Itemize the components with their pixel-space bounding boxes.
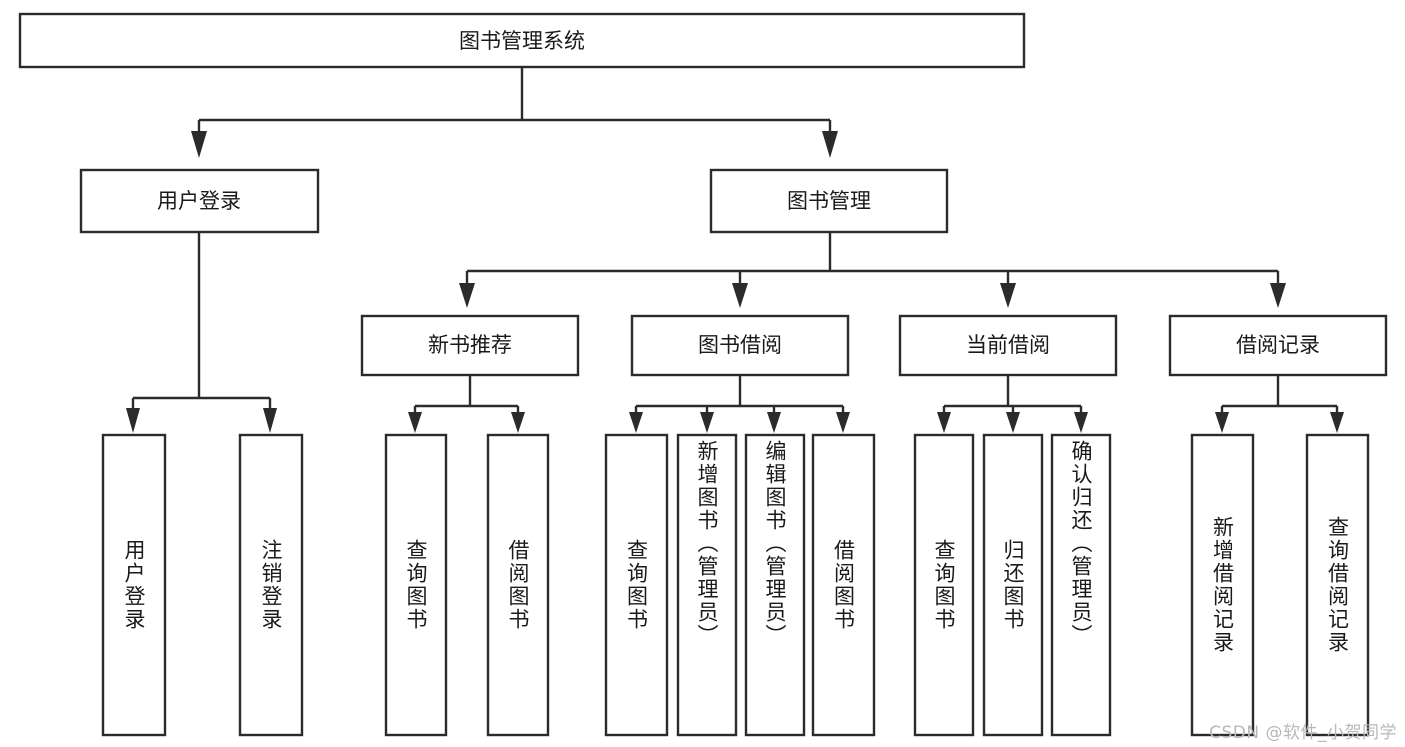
arrow-bm-to-borrow-record <box>1270 283 1286 308</box>
node-box-leaf-add-record[interactable] <box>1190 433 1255 737</box>
node-label-book-borrow: 图书借阅 <box>698 333 782 357</box>
arrow-bb-to-leaf4 <box>836 412 850 433</box>
arrow-bm-to-book-borrow <box>732 283 748 308</box>
node-label-book-manage: 图书管理 <box>787 189 871 213</box>
arrow-nbr-to-leaf1 <box>408 412 422 433</box>
node-box-leaf-query-book-1[interactable] <box>384 433 448 737</box>
connector-group-user-login <box>126 232 277 433</box>
connector-group-new-book-rec <box>408 375 525 433</box>
connector-group-current-borrow <box>937 375 1088 433</box>
node-label-new-book-rec: 新书推荐 <box>428 333 512 357</box>
node-label-root: 图书管理系统 <box>459 29 585 53</box>
arrow-bb-to-leaf2 <box>700 412 714 433</box>
node-label-user-login: 用户登录 <box>157 189 241 213</box>
node-box-leaf-confirm-return[interactable] <box>1050 433 1112 737</box>
node-box-root[interactable] <box>18 12 1026 69</box>
node-box-leaf-query-book-3[interactable] <box>913 433 975 737</box>
node-box-user-login[interactable] <box>79 168 320 234</box>
arrow-bb-to-leaf3 <box>767 412 781 433</box>
node-box-leaf-query-record[interactable] <box>1305 433 1370 737</box>
arrow-bm-to-new-book <box>459 283 475 308</box>
node-box-leaf-add-book[interactable] <box>676 433 738 737</box>
arrow-root-to-user-login <box>191 131 207 158</box>
node-box-leaf-borrow-book-2[interactable] <box>811 433 876 737</box>
node-box-leaf-borrow-book-1[interactable] <box>486 433 550 737</box>
node-box-leaf-user-login[interactable] <box>101 433 167 737</box>
arrow-root-to-book-manage <box>822 131 838 158</box>
node-box-book-manage[interactable] <box>709 168 949 234</box>
arrow-br-to-leaf1 <box>1215 412 1229 433</box>
node-box-leaf-return-book[interactable] <box>982 433 1044 737</box>
arrow-nbr-to-leaf2 <box>511 412 525 433</box>
node-label-borrow-record: 借阅记录 <box>1236 333 1320 357</box>
arrow-ul-to-leaf1 <box>126 408 140 433</box>
node-label-current-borrow: 当前借阅 <box>966 333 1050 357</box>
watermark-text: CSDN @软件_小贺同学 <box>1209 723 1397 743</box>
arrow-bm-to-current-borrow <box>1000 283 1016 308</box>
connector-group-book-borrow <box>629 375 850 433</box>
node-box-book-borrow[interactable] <box>630 314 850 377</box>
arrow-cb-to-leaf3 <box>1074 412 1088 433</box>
node-box-current-borrow[interactable] <box>898 314 1118 377</box>
arrow-cb-to-leaf1 <box>937 412 951 433</box>
arrow-cb-to-leaf2 <box>1006 412 1020 433</box>
arrow-bb-to-leaf1 <box>629 412 643 433</box>
node-box-leaf-edit-book[interactable] <box>744 433 806 737</box>
node-box-borrow-record[interactable] <box>1168 314 1388 377</box>
node-box-new-book-rec[interactable] <box>360 314 580 377</box>
node-box-leaf-logout[interactable] <box>238 433 304 737</box>
node-box-leaf-query-book-2[interactable] <box>604 433 669 737</box>
connector-group-book-manage <box>459 232 1286 308</box>
arrow-ul-to-leaf2 <box>263 408 277 433</box>
connector-group-root <box>191 67 838 158</box>
arrow-br-to-leaf2 <box>1330 412 1344 433</box>
connector-group-borrow-record <box>1215 375 1344 433</box>
